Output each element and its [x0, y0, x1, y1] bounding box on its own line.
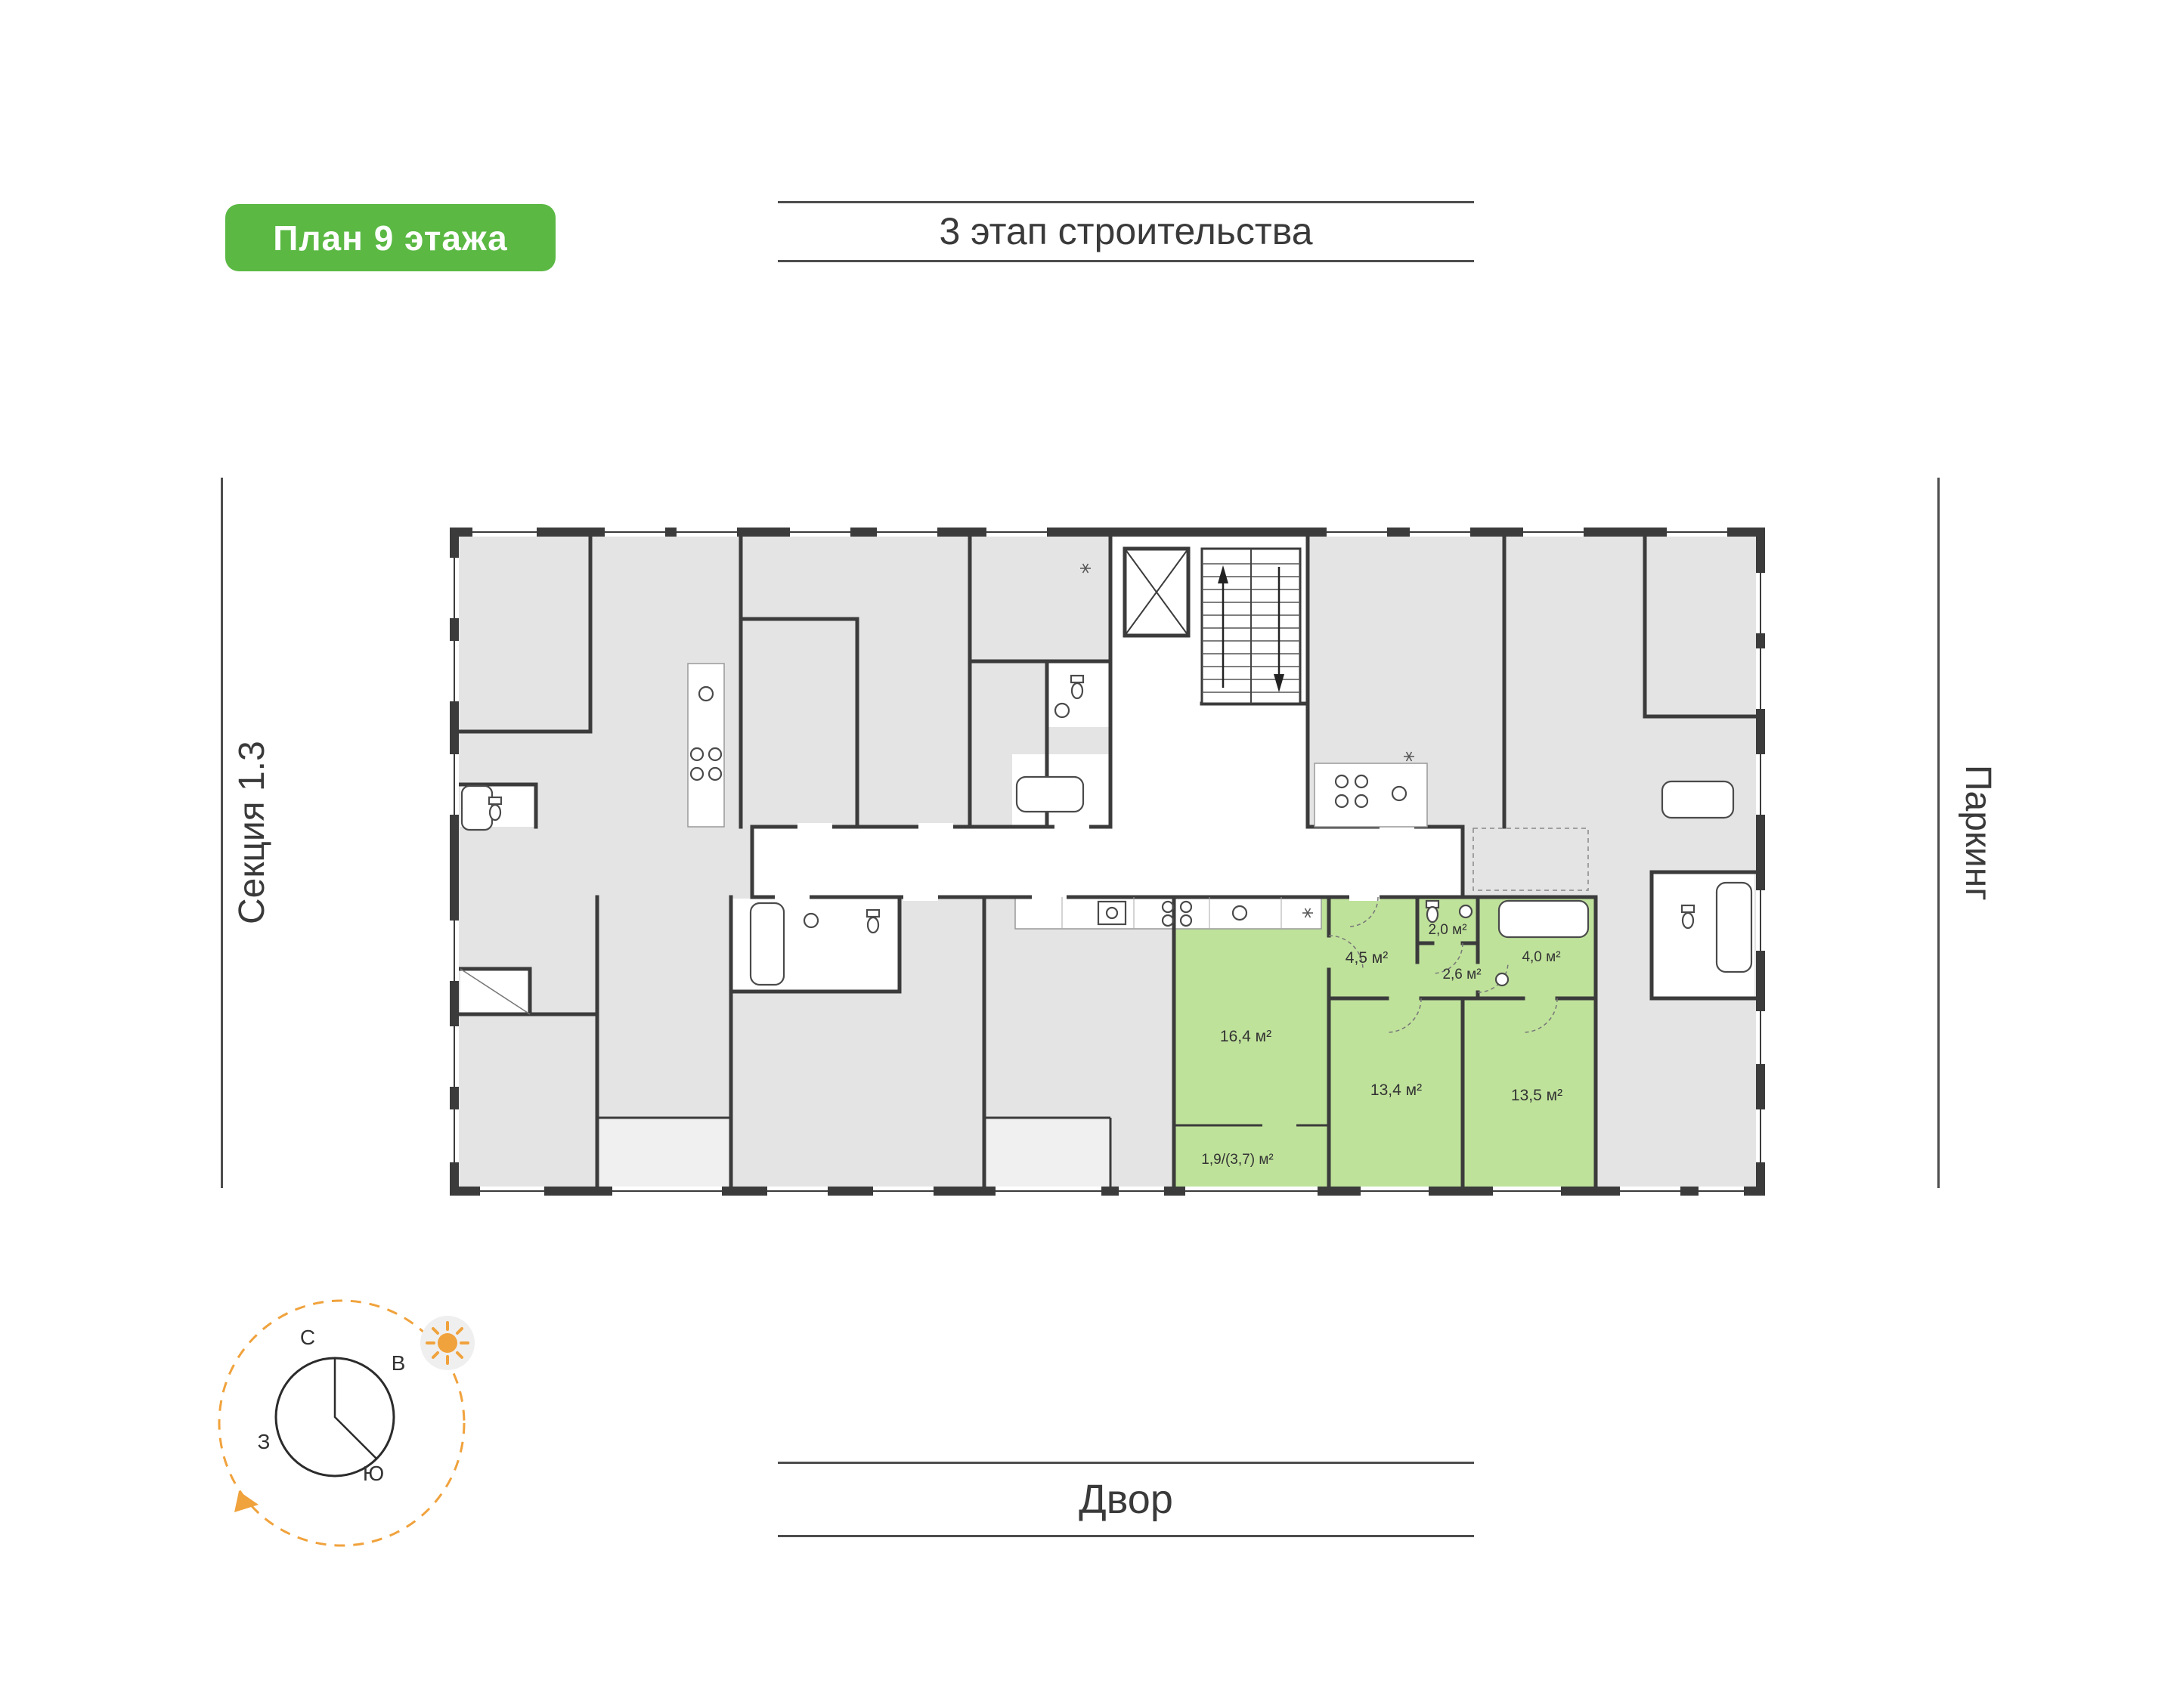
sink-icon	[1231, 905, 1248, 921]
bathtub-icon	[460, 784, 494, 831]
sink-icon	[698, 685, 714, 702]
elevator	[1123, 546, 1191, 638]
room-area-hallway: 4,5 м²	[1346, 949, 1388, 967]
toilet-icon	[488, 796, 503, 806]
bathtub-icon	[1015, 775, 1085, 813]
yard-label: Двор	[778, 1462, 1474, 1537]
toilet-icon	[1070, 674, 1085, 684]
compass: С В З Ю	[218, 1299, 475, 1547]
sink-icon	[1391, 785, 1407, 802]
toilet-icon	[866, 908, 881, 918]
room-labels: 16,4 м² 13,4 м² 13,5 м² 4,5 м² 2,0 м² 2,…	[1201, 922, 1562, 1168]
floor-badge: План 9 этажа	[225, 204, 556, 271]
sink-icon	[1458, 904, 1473, 919]
stairs-down-arrowhead	[1274, 674, 1284, 692]
stove-icon	[689, 747, 705, 762]
sink-icon	[1054, 702, 1070, 719]
section-line	[221, 478, 223, 1188]
fixtures	[460, 663, 1753, 1015]
bathtub-icon	[1661, 780, 1735, 819]
highlighted-apartment[interactable]	[1174, 897, 1596, 1187]
construction-stage-label: 3 этап строительства	[778, 201, 1474, 262]
corridor	[752, 827, 1463, 897]
sink-cabinet	[1097, 900, 1127, 926]
floor-plan: 16,4 м² 13,4 м² 13,5 м² 4,5 м² 2,0 м² 2,…	[450, 528, 1765, 1196]
compass-east-label: В	[392, 1351, 406, 1375]
bathtub-icon	[1497, 899, 1590, 939]
section-label: Секция 1.3	[232, 741, 272, 925]
compass-dashed-circle	[218, 1299, 466, 1547]
sink-icon	[803, 912, 819, 929]
room-area-bedroom-2: 13,5 м²	[1511, 1087, 1562, 1104]
room-area-bedroom-1: 13,4 м²	[1370, 1081, 1422, 1099]
stove-icon	[1161, 900, 1175, 914]
balcony-mid	[984, 1118, 1110, 1187]
compass-west-label: З	[258, 1430, 271, 1453]
kitchen-counter	[1314, 763, 1428, 828]
stove-icon	[1334, 774, 1349, 789]
compass-labels: С В З Ю	[258, 1326, 406, 1485]
shower-icon	[460, 968, 531, 1015]
balcony-left	[597, 1118, 731, 1187]
toilet-icon	[1680, 904, 1695, 914]
stairs-up-arrowhead	[1218, 565, 1228, 583]
vent-icons	[1080, 563, 1414, 918]
bathtub-icon	[1715, 881, 1753, 973]
sun-icon	[426, 1321, 469, 1365]
highlighted-apartment-area[interactable]	[1174, 897, 1596, 1187]
parking-line	[1937, 478, 1940, 1188]
common-areas	[460, 537, 1754, 1187]
room-area-corridor: 2,6 м²	[1442, 967, 1481, 982]
sink-icon	[1494, 972, 1510, 987]
compass-north-label: С	[300, 1326, 315, 1349]
dashed-zone	[1472, 828, 1589, 891]
room-area-living: 16,4 м²	[1220, 1028, 1271, 1045]
room-area-balcony: 1,9/(3,7) м²	[1201, 1152, 1273, 1168]
windows	[450, 528, 1765, 1196]
parking-label: Паркинг	[1958, 765, 1998, 901]
balcony-walls	[597, 1116, 1329, 1187]
elevator-x	[1124, 548, 1189, 636]
compass-needle	[333, 1358, 377, 1459]
bathtub-icon	[749, 902, 785, 986]
stairs	[1200, 547, 1302, 705]
room-area-bathroom: 4,0 м²	[1522, 949, 1560, 965]
room-area-wc: 2,0 м²	[1428, 922, 1466, 938]
interior-walls	[457, 534, 1758, 1189]
compass-arrowhead	[234, 1491, 259, 1512]
compass-south-label: Ю	[363, 1462, 384, 1485]
